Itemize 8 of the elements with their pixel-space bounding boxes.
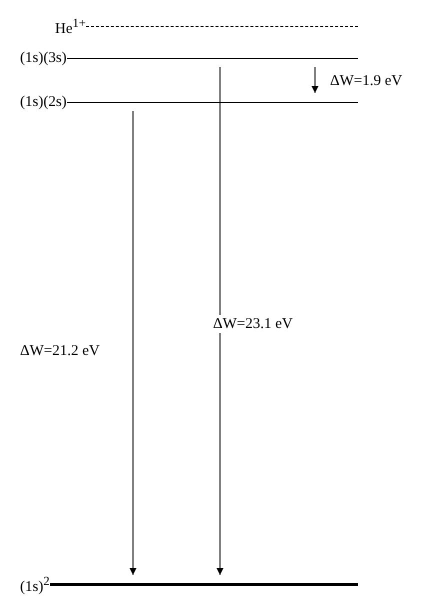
energy-level: (1s)(2s) — [20, 93, 358, 111]
energy-level: (1s)(3s) — [20, 49, 358, 67]
arrow — [216, 66, 224, 576]
arrow — [312, 66, 318, 94]
arrow — [130, 110, 136, 576]
energy-level: He$^{1+}$ — [55, 17, 358, 35]
energy-level: (1s)$^{2}$ — [20, 575, 358, 593]
edge-label: ΔW=23.1 eV — [213, 315, 293, 333]
